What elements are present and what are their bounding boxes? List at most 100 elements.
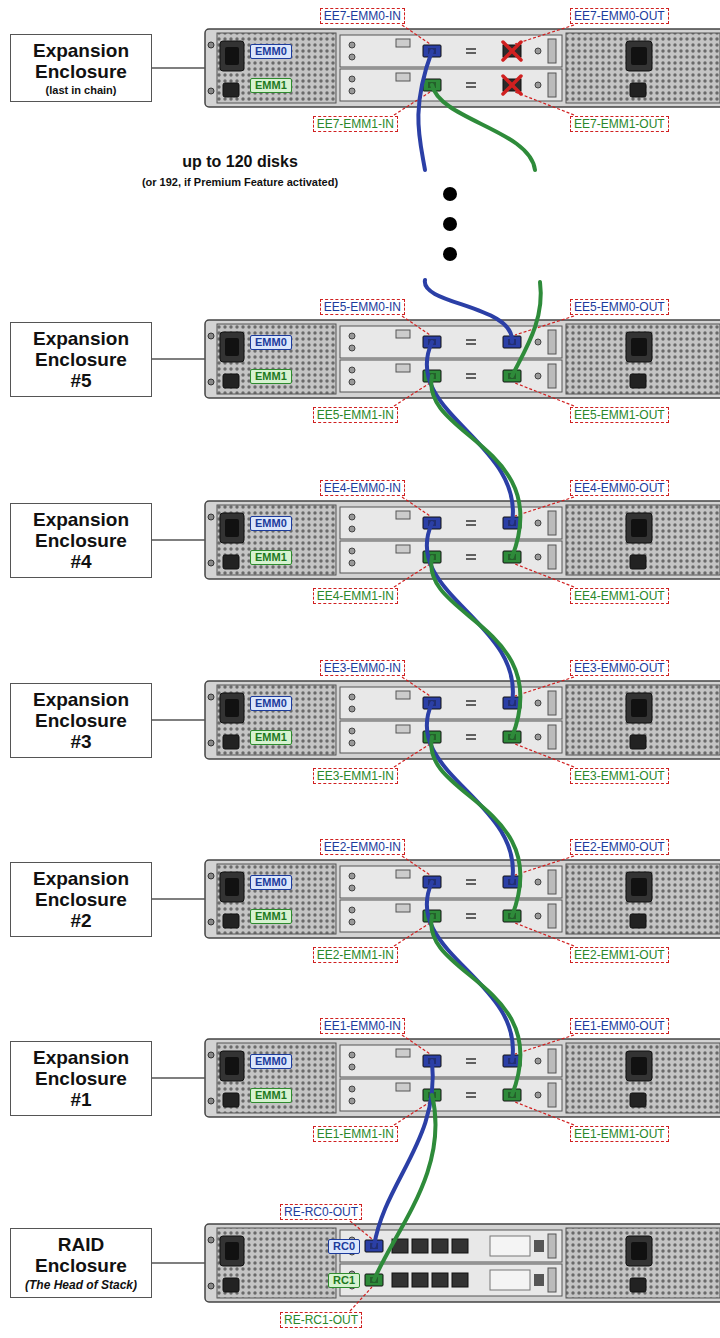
module-badge: RC1 xyxy=(328,1273,360,1288)
label-text: EMM0 xyxy=(255,45,287,58)
sas-cable xyxy=(512,282,541,376)
label-text: EMM0 xyxy=(255,876,287,889)
module-latch xyxy=(548,364,556,388)
port-label: EE4-EMM0-OUT xyxy=(570,480,669,496)
module-latch xyxy=(548,1049,556,1073)
sas-cable xyxy=(431,737,520,916)
port-label: EE4-EMM1-OUT xyxy=(570,588,669,604)
power-switch xyxy=(223,555,239,569)
label-text: EE4-EMM0-OUT xyxy=(574,481,665,495)
socket-inner xyxy=(631,1242,647,1260)
module-latch xyxy=(548,511,556,535)
socket-inner xyxy=(631,519,647,537)
status-led xyxy=(349,728,355,734)
label-text: EE4-EMM0-IN xyxy=(324,481,401,495)
port-label: EE2-EMM0-OUT xyxy=(570,839,669,855)
leader-line xyxy=(402,316,430,335)
network-port xyxy=(452,1239,468,1253)
screw xyxy=(208,379,214,385)
status-led xyxy=(349,514,355,520)
module-handle xyxy=(396,39,410,47)
port-label: EE5-EMM1-IN xyxy=(313,407,398,423)
label-text: EMM0 xyxy=(255,697,287,710)
module-handle xyxy=(396,904,410,912)
leader-line xyxy=(515,744,574,767)
module-handle xyxy=(396,73,410,81)
status-led xyxy=(535,339,541,345)
module-handle xyxy=(396,1049,410,1057)
socket-inner xyxy=(225,338,239,356)
status-led xyxy=(349,885,355,891)
leader-line xyxy=(394,744,430,767)
leader-line xyxy=(515,1035,574,1054)
module-handle xyxy=(396,511,410,519)
red-cross xyxy=(503,76,521,94)
label-text: EE5-EMM1-OUT xyxy=(574,408,665,422)
power-socket xyxy=(220,1236,244,1266)
module-badge: EMM0 xyxy=(250,875,292,890)
label-text: EE1-EMM1-IN xyxy=(317,1127,394,1141)
status-led xyxy=(349,873,355,879)
leader-line xyxy=(515,497,574,516)
port-label: EE7-EMM1-OUT xyxy=(570,116,669,132)
controller-module xyxy=(340,900,562,932)
label-text: Expansion Enclosure #3 xyxy=(25,689,137,752)
module-badge: EMM0 xyxy=(250,335,292,350)
label-text: Expansion Enclosure xyxy=(25,40,137,82)
label-text: EE3-EMM0-IN xyxy=(324,661,401,675)
chassis xyxy=(205,29,720,107)
screw xyxy=(208,694,214,700)
psu-vent xyxy=(217,324,336,394)
port-label: EE5-EMM0-OUT xyxy=(570,299,669,315)
enclosure-title: Expansion Enclosure #4 xyxy=(10,503,152,578)
label-text: RC0 xyxy=(333,1240,355,1253)
port-label: EE5-EMM0-IN xyxy=(320,299,405,315)
status-led xyxy=(349,694,355,700)
controller-module xyxy=(340,541,562,573)
port-label: EE2-EMM1-OUT xyxy=(570,947,669,963)
label-text: EE5-EMM1-IN xyxy=(317,408,394,422)
port-label: EE4-EMM1-IN xyxy=(313,588,398,604)
label-text: EE5-EMM0-IN xyxy=(324,300,401,314)
equal-mark xyxy=(466,917,476,919)
port-label: RE-RC1-OUT xyxy=(280,1312,362,1328)
socket-inner xyxy=(225,699,239,717)
equal-mark xyxy=(466,373,476,375)
leader-line xyxy=(515,923,574,946)
label-text: EE3-EMM0-OUT xyxy=(574,661,665,675)
module-latch xyxy=(548,1234,556,1258)
equal-mark xyxy=(466,1062,476,1064)
port-label: EE4-EMM0-IN xyxy=(320,480,405,496)
module-handle xyxy=(396,545,410,553)
power-socket xyxy=(220,332,244,362)
port-label: EE1-EMM1-OUT xyxy=(570,1126,669,1142)
power-socket xyxy=(626,513,652,543)
psu-vent xyxy=(217,33,336,103)
leader-line xyxy=(394,564,430,587)
status-led xyxy=(349,54,355,60)
module-port xyxy=(534,1274,544,1286)
label-text: EMM0 xyxy=(255,517,287,530)
sas-cable xyxy=(427,523,513,703)
enclosure-title: Expansion Enclosure(last in chain) xyxy=(10,34,152,102)
status-led xyxy=(349,367,355,373)
leader-line xyxy=(515,383,574,406)
psu-vent xyxy=(566,1043,720,1113)
module-badge: EMM1 xyxy=(250,909,292,924)
port-label: EE5-EMM1-OUT xyxy=(570,407,669,423)
power-switch xyxy=(630,1093,646,1107)
status-led xyxy=(349,42,355,48)
port-label: EE1-EMM0-IN xyxy=(320,1018,405,1034)
label-text: EMM1 xyxy=(255,731,287,744)
red-cross xyxy=(503,42,521,60)
equal-mark xyxy=(466,704,476,706)
module-badge: EMM0 xyxy=(250,696,292,711)
equal-mark xyxy=(466,883,476,885)
enclosure-title: Expansion Enclosure #5 xyxy=(10,322,152,397)
socket-inner xyxy=(631,699,647,717)
power-socket xyxy=(626,41,652,71)
port-label: EE2-EMM1-IN xyxy=(313,947,398,963)
label-text: RC1 xyxy=(333,1274,355,1287)
socket-inner xyxy=(225,1242,239,1260)
